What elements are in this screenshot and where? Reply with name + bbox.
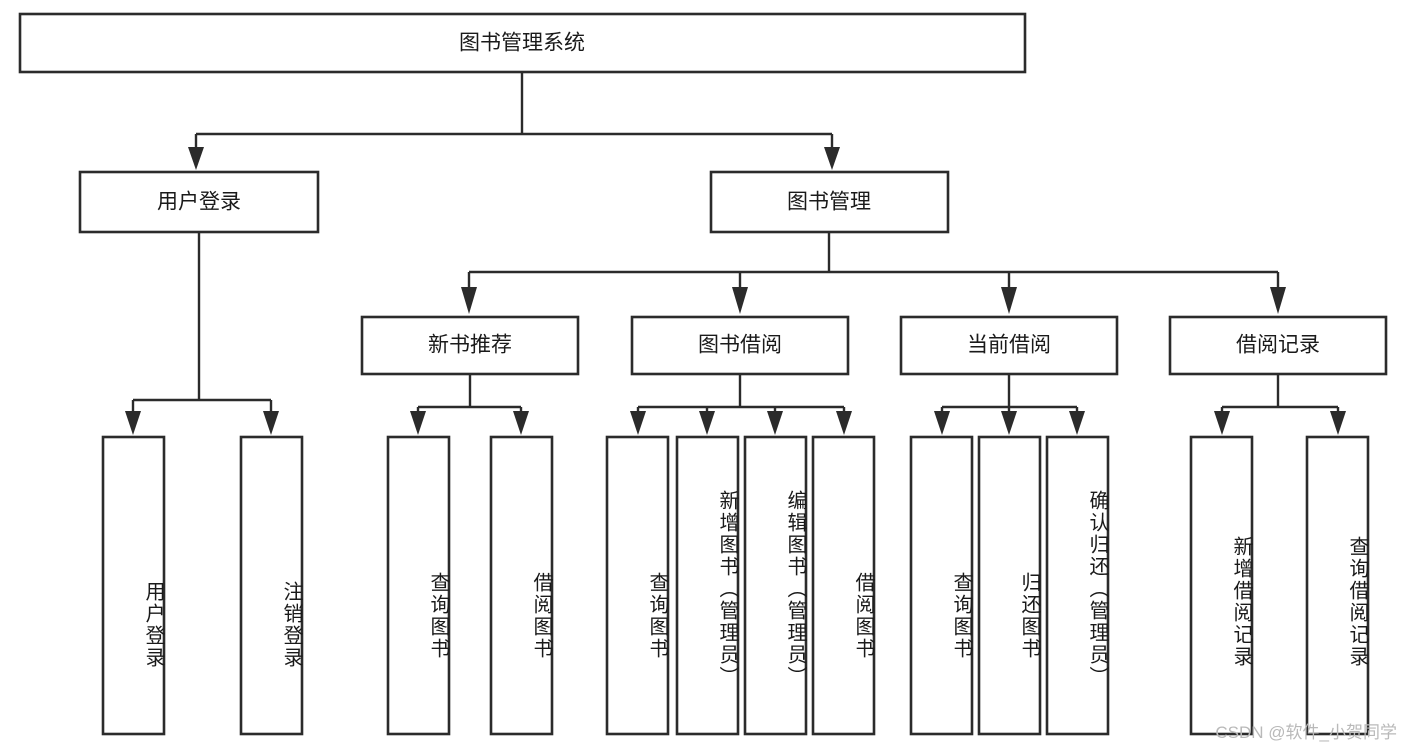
arrow-head-icon: [1330, 411, 1346, 435]
leaf-box-edit-book-admin[interactable]: [743, 435, 808, 736]
connector-book-borrow-to-leaves: [630, 374, 852, 435]
arrow-head-icon: [513, 411, 529, 435]
arrow-head-icon: [767, 411, 783, 435]
leaf-box-logout[interactable]: [239, 435, 304, 736]
arrow-head-icon: [188, 147, 204, 170]
node-root-box[interactable]: [18, 12, 1027, 74]
leaf-box-confirm-return-admin[interactable]: [1045, 435, 1110, 736]
arrow-head-icon: [630, 411, 646, 435]
leaf-box-query-borrow-record[interactable]: [1305, 435, 1370, 736]
leaf-box-user-login[interactable]: [101, 435, 166, 736]
csdn-watermark: CSDN @软件_小贺同学: [1215, 723, 1397, 742]
arrow-head-icon: [836, 411, 852, 435]
arrow-head-icon: [1001, 411, 1017, 435]
node-current-borrow-box[interactable]: [899, 315, 1119, 376]
leaf-box-borrow-book-2[interactable]: [811, 435, 876, 736]
leaf-box-query-book-1[interactable]: [386, 435, 451, 736]
node-new-book-recommend-label: 新书推荐: [428, 334, 512, 357]
node-book-borrow[interactable]: 图书借阅: [630, 315, 850, 376]
arrow-head-icon: [824, 147, 840, 170]
connector-book-manage-to-level2: [461, 232, 1286, 314]
connector-new-book-recommend-to-leaves: [410, 374, 529, 435]
arrow-head-icon: [1001, 287, 1017, 314]
arrow-head-icon: [1270, 287, 1286, 314]
node-user-login-label: 用户登录: [157, 191, 241, 214]
node-book-manage-label: 图书管理: [787, 191, 871, 214]
node-current-borrow-label: 当前借阅: [967, 334, 1051, 357]
leaf-box-query-book-3[interactable]: [909, 435, 974, 736]
node-current-borrow[interactable]: 当前借阅: [899, 315, 1119, 376]
arrow-head-icon: [934, 411, 950, 435]
leaf-box-borrow-book-1[interactable]: [489, 435, 554, 736]
node-root[interactable]: 图书管理系统: [18, 12, 1027, 74]
arrow-head-icon: [1069, 411, 1085, 435]
connector-root-to-level1: [188, 72, 840, 170]
connector-current-borrow-to-leaves: [934, 374, 1085, 435]
leaf-box-add-book-admin[interactable]: [675, 435, 740, 736]
node-new-book-recommend[interactable]: 新书推荐: [360, 315, 580, 376]
arrow-head-icon: [461, 287, 477, 314]
node-borrow-record-label: 借阅记录: [1236, 334, 1320, 357]
connector-user-login-to-leaves: [125, 232, 279, 435]
arrow-head-icon: [125, 411, 141, 435]
node-user-login[interactable]: 用户登录: [78, 170, 320, 234]
node-new-book-recommend-box[interactable]: [360, 315, 580, 376]
leaf-box-add-borrow-record[interactable]: [1189, 435, 1254, 736]
connector-borrow-record-to-leaves: [1214, 374, 1346, 435]
node-book-borrow-label: 图书借阅: [698, 334, 782, 357]
arrow-head-icon: [1214, 411, 1230, 435]
leaf-box-return-book[interactable]: [977, 435, 1042, 736]
arrow-head-icon: [732, 287, 748, 314]
arrow-head-icon: [410, 411, 426, 435]
leaf-box-query-book-2[interactable]: [605, 435, 670, 736]
node-borrow-record[interactable]: 借阅记录: [1168, 315, 1388, 376]
arrow-head-icon: [263, 411, 279, 435]
node-user-login-box[interactable]: [78, 170, 320, 234]
arrow-head-icon: [699, 411, 715, 435]
node-book-manage[interactable]: 图书管理: [709, 170, 950, 234]
node-root-label: 图书管理系统: [459, 32, 585, 55]
